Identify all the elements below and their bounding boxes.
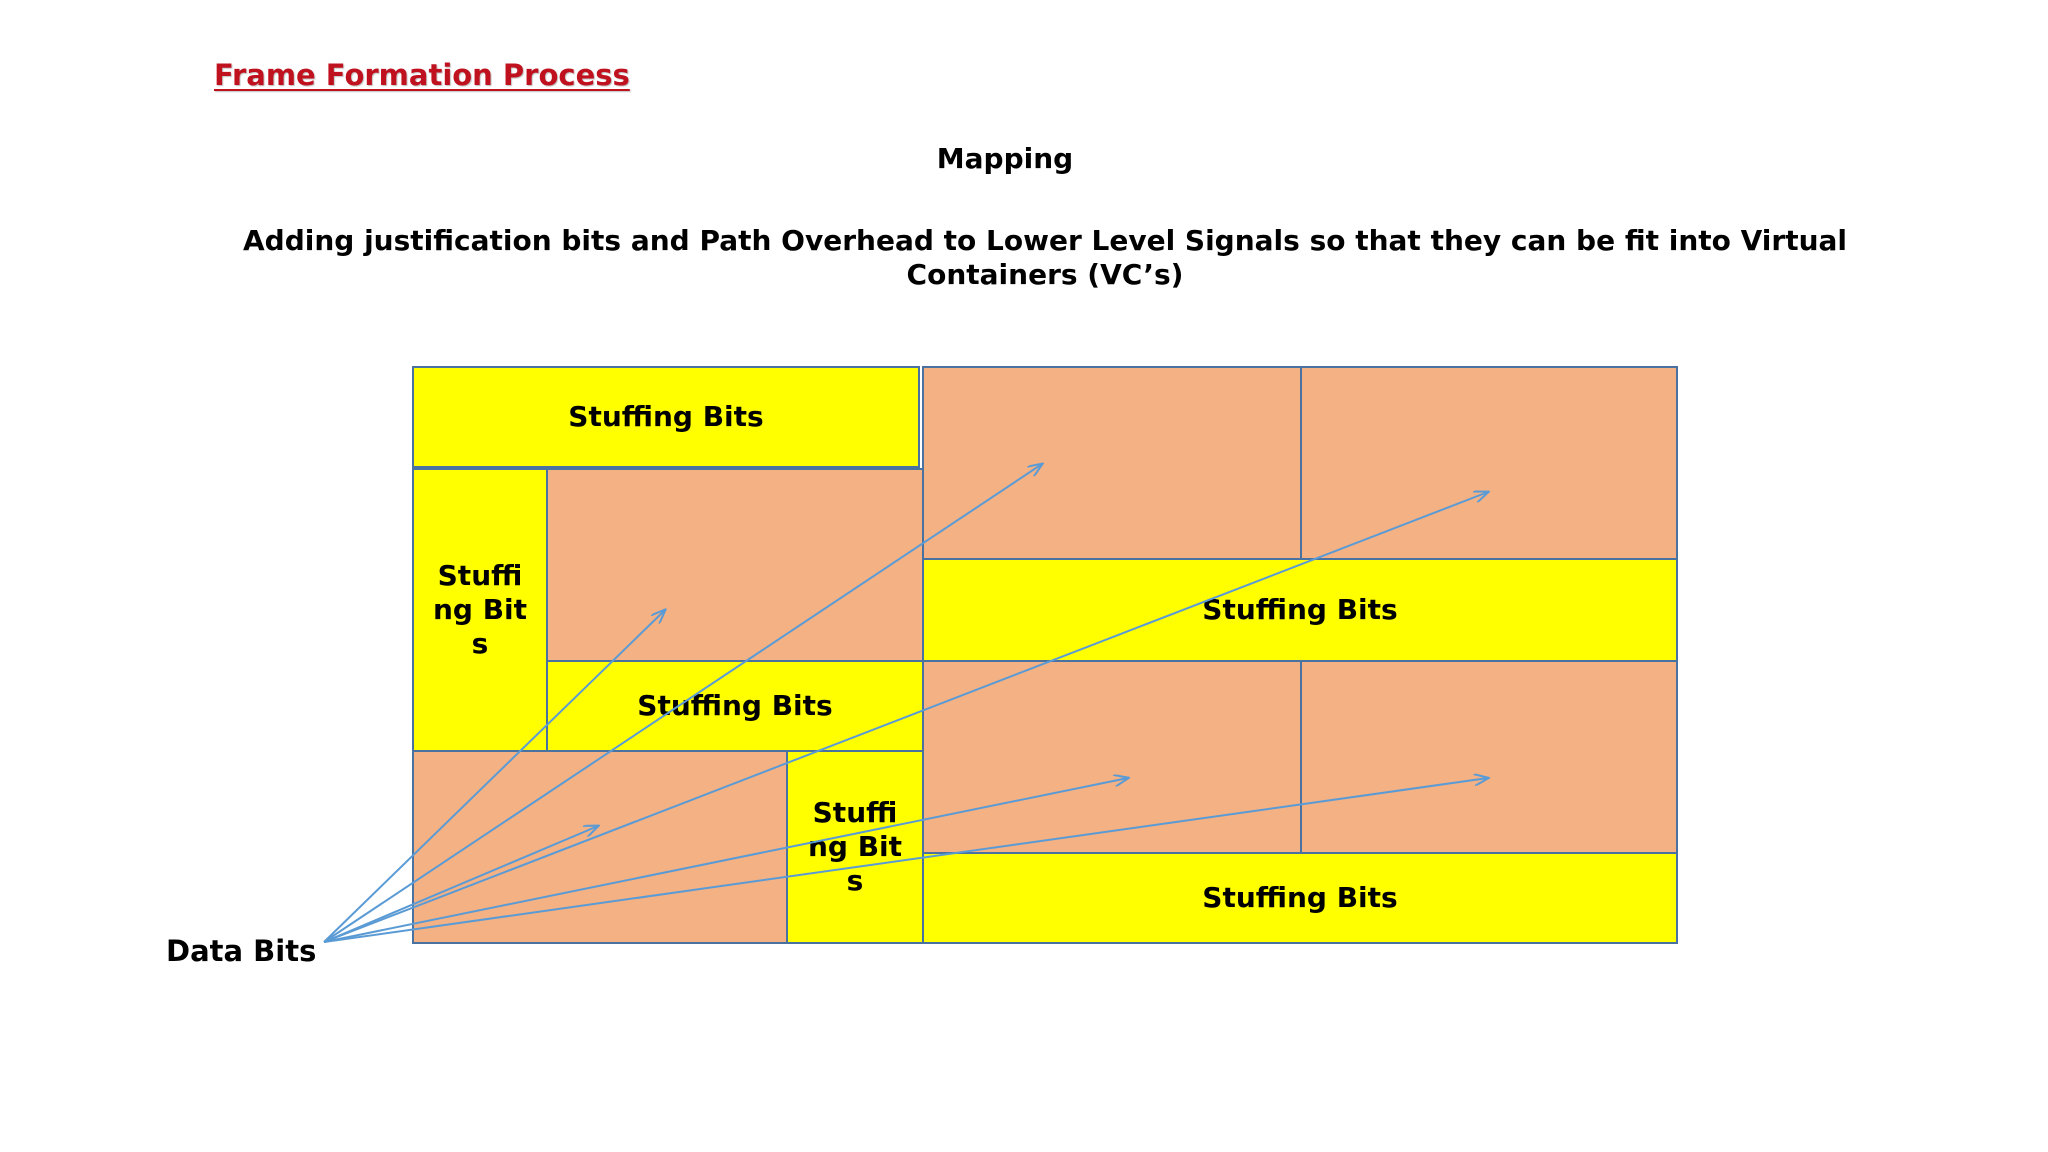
- stuffing-label: Stuffi ng Bits: [807, 796, 903, 897]
- stuffing-block-right-top: Stuffing Bits: [922, 558, 1678, 662]
- data-block: [546, 468, 924, 662]
- stuffing-block-left-vertical: Stuffi ng Bits: [412, 468, 548, 752]
- data-block: [1300, 366, 1678, 560]
- stuffing-block-top-left: Stuffing Bits: [412, 366, 920, 468]
- data-block: [412, 750, 788, 944]
- stuffing-label: Stuffing Bits: [568, 400, 764, 433]
- data-block: [922, 366, 1302, 560]
- page-title: Frame Formation Process: [214, 58, 630, 92]
- stuffing-block-left-middle: Stuffing Bits: [546, 660, 924, 752]
- description: Adding justification bits and Path Overh…: [242, 224, 1848, 291]
- subtitle: Mapping: [936, 142, 1074, 175]
- stuffing-label: Stuffing Bits: [637, 689, 833, 722]
- stuffing-block-right-bottom: Stuffing Bits: [922, 852, 1678, 944]
- stuffing-label: Stuffing Bits: [1202, 881, 1398, 914]
- stuffing-label: Stuffi ng Bits: [432, 559, 528, 660]
- data-bits-label: Data Bits: [166, 934, 317, 968]
- stuffing-block-bottom-vertical: Stuffi ng Bits: [786, 750, 924, 944]
- stuffing-label: Stuffing Bits: [1202, 593, 1398, 626]
- data-block: [1300, 660, 1678, 854]
- data-block: [922, 660, 1302, 854]
